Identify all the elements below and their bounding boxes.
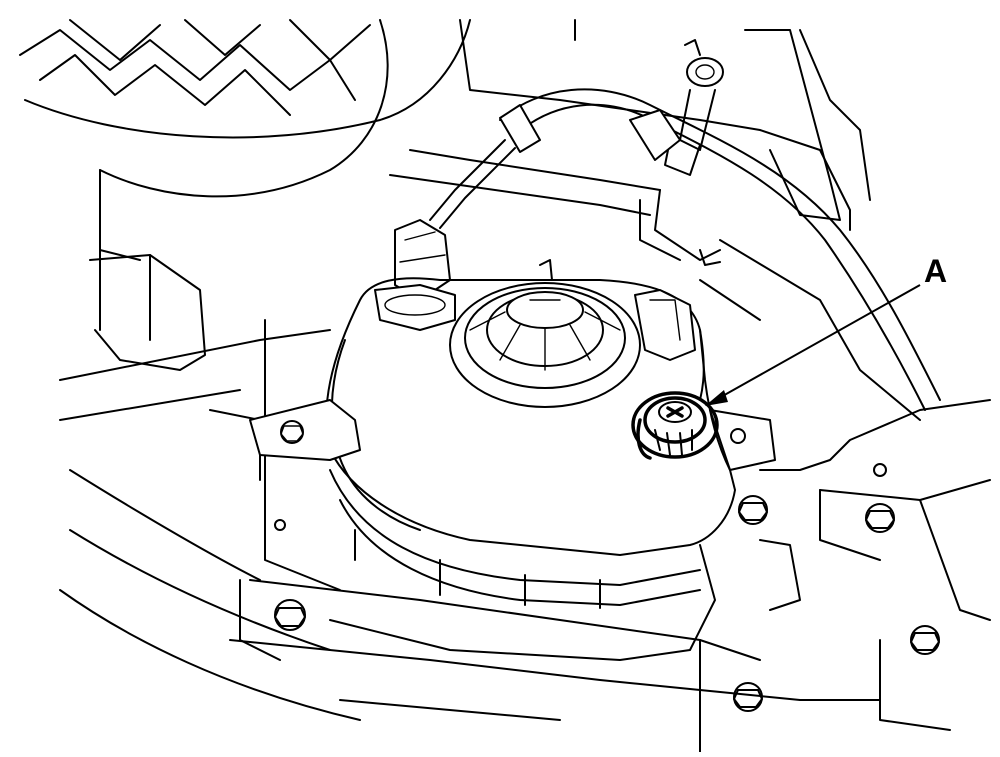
bolt-lower-center (733, 682, 763, 712)
bolt-right-3 (910, 625, 940, 655)
aiming-adjuster-screw (631, 391, 719, 460)
wiring-harness (429, 88, 941, 411)
headlamp-dust-cap (449, 259, 641, 408)
mounting-flange-left (249, 399, 361, 461)
callout-label-a: A (924, 253, 948, 289)
housing-clip (634, 289, 696, 361)
bolt-right-2 (865, 503, 895, 533)
bulb-connector (374, 219, 456, 331)
right-bumper-bracket (759, 399, 991, 621)
mounting-flange-right (709, 409, 776, 471)
bolt-lower-left (274, 599, 306, 631)
callout-arrow (705, 284, 921, 406)
upper-right-bracket (389, 19, 921, 421)
bolt-right-1 (738, 495, 768, 525)
lower-housing-ribs (329, 469, 716, 661)
left-body-panels (59, 254, 361, 721)
lower-bumper-panels (229, 519, 951, 753)
upper-trim-panel (19, 19, 471, 331)
